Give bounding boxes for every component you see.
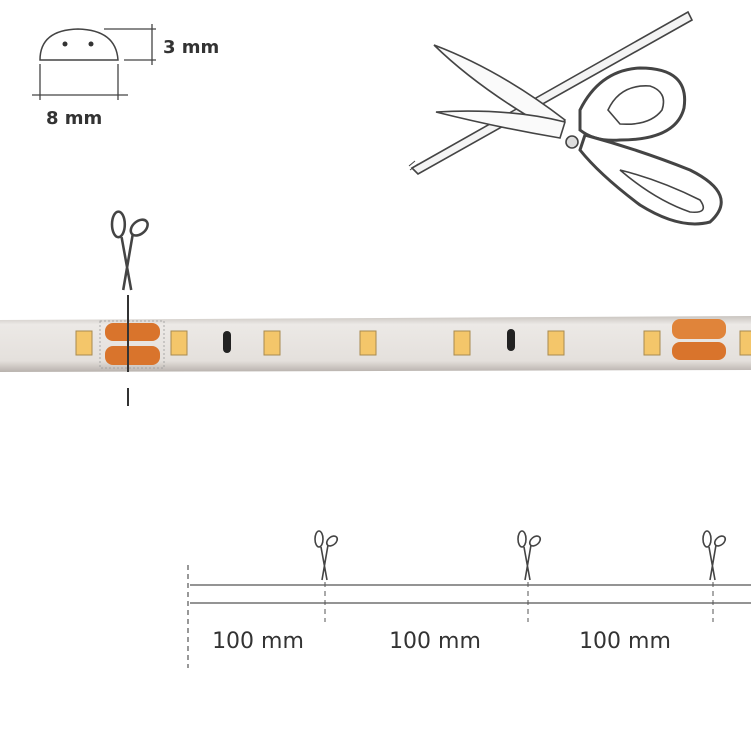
- scissors-icon: [110, 210, 152, 292]
- led-chip: [453, 330, 471, 356]
- profile-dimension-diagram: 3 mm 8 mm: [32, 24, 219, 129]
- scissors-cutting-strip-illustration: [408, 10, 723, 226]
- profile-shape: [39, 28, 119, 61]
- solder-pad-left: [99, 320, 165, 369]
- cut-interval-diagram: 100 mm 100 mm 100 mm: [187, 530, 751, 668]
- solder-pad-right: [672, 319, 726, 360]
- led-strip: [0, 295, 751, 406]
- scissors-icon: [517, 530, 543, 581]
- leds: [75, 330, 751, 356]
- led-chip: [170, 330, 188, 356]
- led-chip: [643, 330, 661, 356]
- led-chip: [739, 330, 751, 356]
- scissors-icon: [702, 530, 728, 581]
- led-chip: [263, 330, 281, 356]
- width-label: 8 mm: [46, 108, 102, 129]
- scissors-icon: [314, 530, 340, 581]
- segment-label: 100 mm: [579, 629, 671, 654]
- led-chip: [547, 330, 565, 356]
- led-chip: [359, 330, 377, 356]
- led-chip: [75, 330, 93, 356]
- segment-label: 100 mm: [212, 629, 304, 654]
- resistors: [223, 329, 515, 353]
- segment-label: 100 mm: [389, 629, 481, 654]
- height-label: 3 mm: [163, 37, 219, 58]
